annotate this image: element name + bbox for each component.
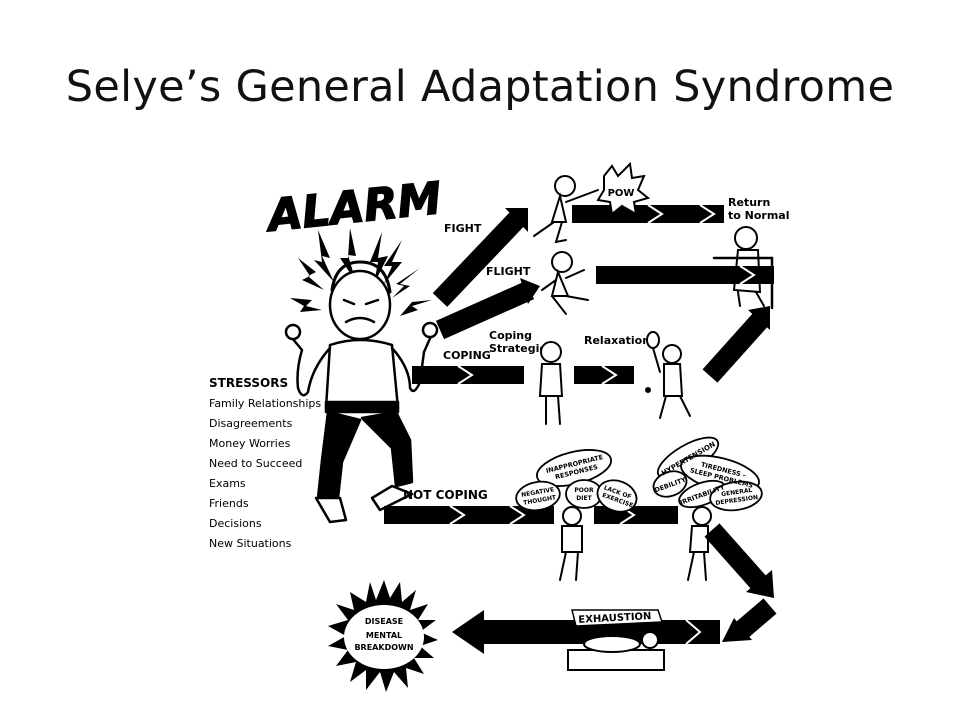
stressed-man-figure [284, 260, 439, 524]
stressor-item: Exams [209, 477, 246, 490]
stressor-item: Decisions [209, 517, 262, 530]
disease-burst: DISEASE MENTAL BREAKDOWN [328, 580, 438, 692]
decline-arrow [704, 523, 777, 642]
path-label-coping: COPING [443, 349, 491, 362]
stress-bolts [290, 228, 432, 316]
return-normal-line-2: to Normal [728, 209, 790, 222]
disease-label: DISEASE [365, 617, 403, 626]
thought-clouds-left [515, 449, 638, 513]
slide-title: Selye’s General Adaptation Syndrome [65, 62, 895, 112]
relaxation-label: Relaxation [584, 334, 650, 347]
alarm-label: ALARM [263, 173, 444, 242]
exhausted-man-on-bench [567, 631, 665, 671]
breakdown-label: BREAKDOWN [354, 643, 413, 652]
fighter-figure [533, 175, 599, 244]
coping-man-figure [538, 341, 564, 425]
path-label-fight: FIGHT [444, 222, 482, 235]
stressor-item: Family Relationships [209, 397, 321, 410]
stressors-list: STRESSORS Family Relationships Disagreem… [209, 376, 321, 550]
fight-row-arrows [572, 204, 724, 224]
exhaustion-banner: EXHAUSTION [571, 609, 664, 627]
cloud-poor-diet-2: DIET [576, 495, 592, 502]
cloud-depression-1: GENERAL [721, 487, 753, 498]
thought-clouds-right [652, 436, 763, 512]
mental-label: MENTAL [366, 631, 402, 640]
return-normal-line-1: Return [728, 196, 770, 209]
pow-burst: POW [596, 161, 651, 216]
stressors-heading: STRESSORS [209, 376, 288, 390]
path-label-not-coping: NOT COPING [403, 488, 488, 502]
runner-figure [541, 251, 589, 315]
not-coping-man-figure [559, 506, 583, 581]
cloud-poor-diet-1: POOR [574, 487, 594, 494]
tired-man-figure [687, 506, 712, 581]
flight-arrow [435, 278, 540, 340]
flight-row-arrows [596, 265, 774, 285]
coping-strategies-line-2: Strategies [489, 342, 554, 355]
fight-arrow [432, 208, 528, 307]
pow-label: POW [608, 188, 635, 199]
stressor-item: Need to Succeed [209, 457, 302, 470]
stressor-item: Money Worries [209, 437, 291, 450]
coping-row-arrows [412, 365, 634, 385]
stressor-item: New Situations [209, 537, 292, 550]
stressor-item: Friends [209, 497, 249, 510]
stressor-item: Disagreements [209, 417, 293, 430]
path-label-flight: FLIGHT [486, 265, 531, 278]
coping-strategies-line-1: Coping [489, 329, 532, 342]
tennis-player-figure [645, 331, 691, 419]
exhaustion-label: EXHAUSTION [578, 611, 652, 626]
coping-return-arrow [702, 306, 770, 383]
